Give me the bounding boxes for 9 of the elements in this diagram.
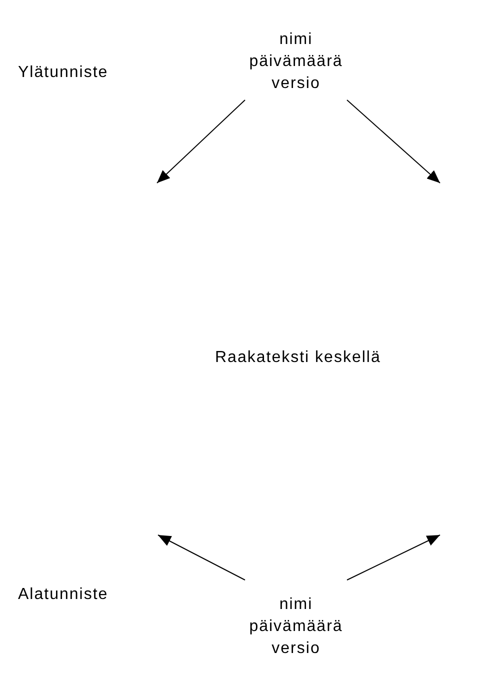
arrow bbox=[346, 100, 440, 184]
text-label: Ylätunniste bbox=[18, 63, 108, 83]
text-label: Raakateksti keskellä bbox=[215, 348, 381, 368]
arrow bbox=[346, 534, 440, 580]
arrow bbox=[156, 100, 246, 184]
text-label: nimi päivämäärä versio bbox=[245, 29, 347, 100]
arrow bbox=[158, 534, 246, 580]
text-label: Alatunniste bbox=[18, 585, 108, 605]
text-label: nimi päivämäärä versio bbox=[245, 580, 347, 660]
